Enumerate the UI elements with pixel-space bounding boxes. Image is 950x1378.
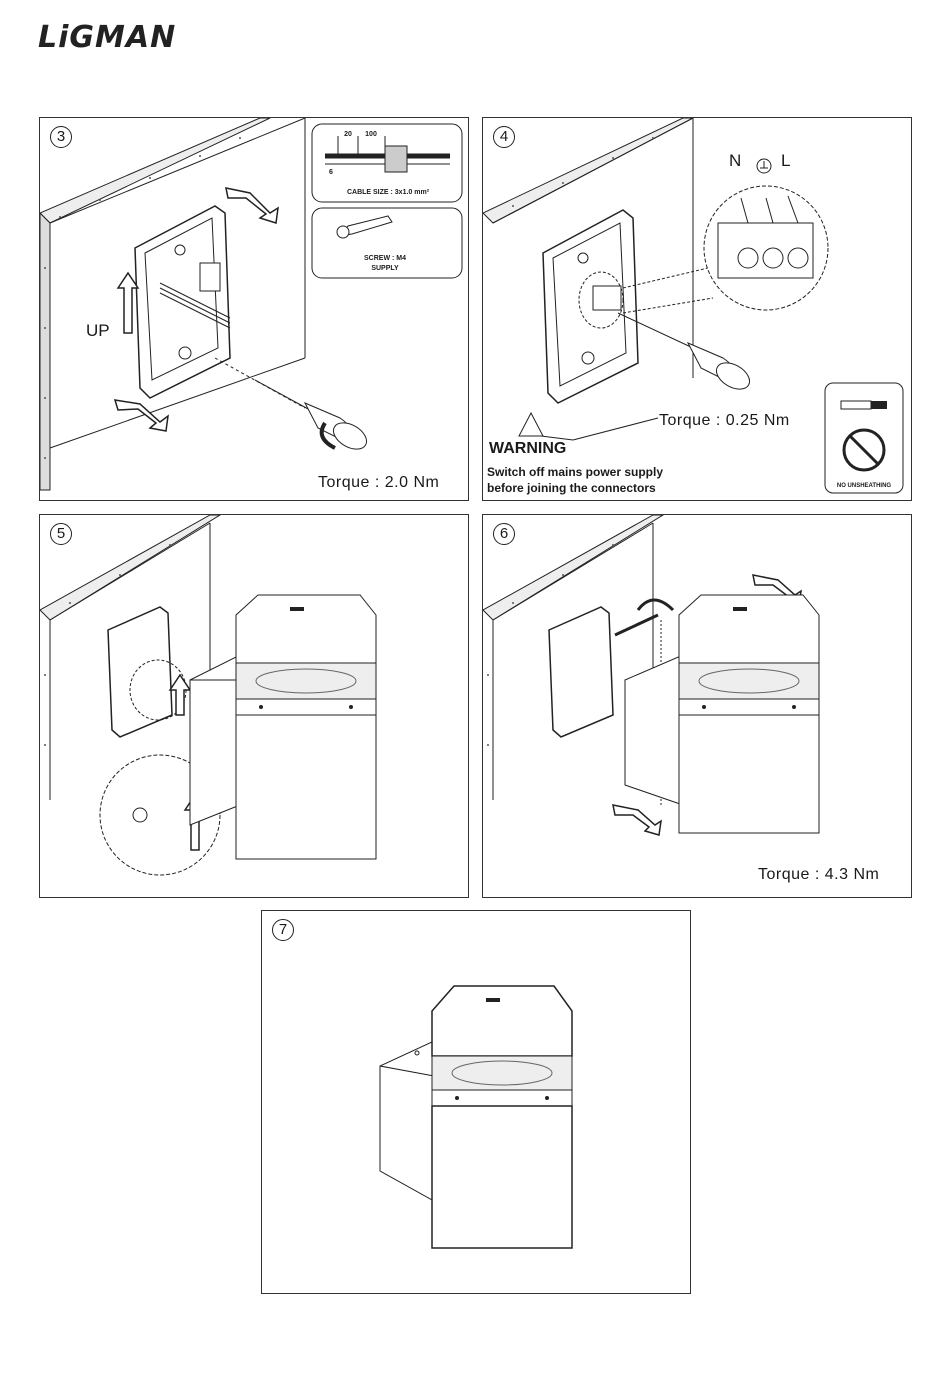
step-6-illustration — [483, 515, 911, 897]
step-5-panel: 5 — [39, 514, 469, 898]
step-number: 5 — [50, 523, 72, 545]
cable-size-label: CABLE SIZE : 3x1.0 mm² — [318, 188, 458, 197]
warning-title: WARNING — [489, 440, 566, 458]
brand-logo: LiGMAN — [38, 20, 176, 55]
terminal-l-label: L — [781, 151, 790, 171]
strip-dim-6: 6 — [326, 168, 336, 177]
step-6-panel: 6 Torque : 4.3 Nm — [482, 514, 912, 898]
step-3-illustration — [40, 118, 468, 500]
warning-line-1: Switch off mains power supply — [487, 464, 663, 480]
screw-label: SCREW : M4 — [340, 254, 430, 263]
step-7-panel: 7 — [261, 910, 691, 1294]
strip-dim-20: 20 — [338, 130, 358, 139]
torque-label: Torque : 2.0 Nm — [318, 474, 439, 492]
torque-label: Torque : 0.25 Nm — [659, 412, 790, 430]
strip-dim-100: 100 — [358, 130, 384, 139]
step-number: 7 — [272, 919, 294, 941]
no-unsheathing-label: NO UNSHEATHING — [825, 482, 903, 491]
terminal-n-label: N — [729, 151, 741, 171]
up-label: UP — [86, 321, 110, 341]
step-3-panel: 3 UP 20 100 6 CABLE SIZE : 3x1.0 mm² SCR… — [39, 117, 469, 501]
step-7-illustration — [262, 911, 690, 1293]
step-5-illustration — [40, 515, 468, 897]
step-number: 6 — [493, 523, 515, 545]
screw-sub-label: SUPPLY — [340, 264, 430, 273]
step-number: 4 — [493, 126, 515, 148]
step-number: 3 — [50, 126, 72, 148]
torque-label: Torque : 4.3 Nm — [758, 866, 879, 884]
step-4-panel: 4 N L Torque : 0.25 Nm WARNING Switch of… — [482, 117, 912, 501]
warning-line-2: before joining the connectors — [487, 480, 656, 496]
